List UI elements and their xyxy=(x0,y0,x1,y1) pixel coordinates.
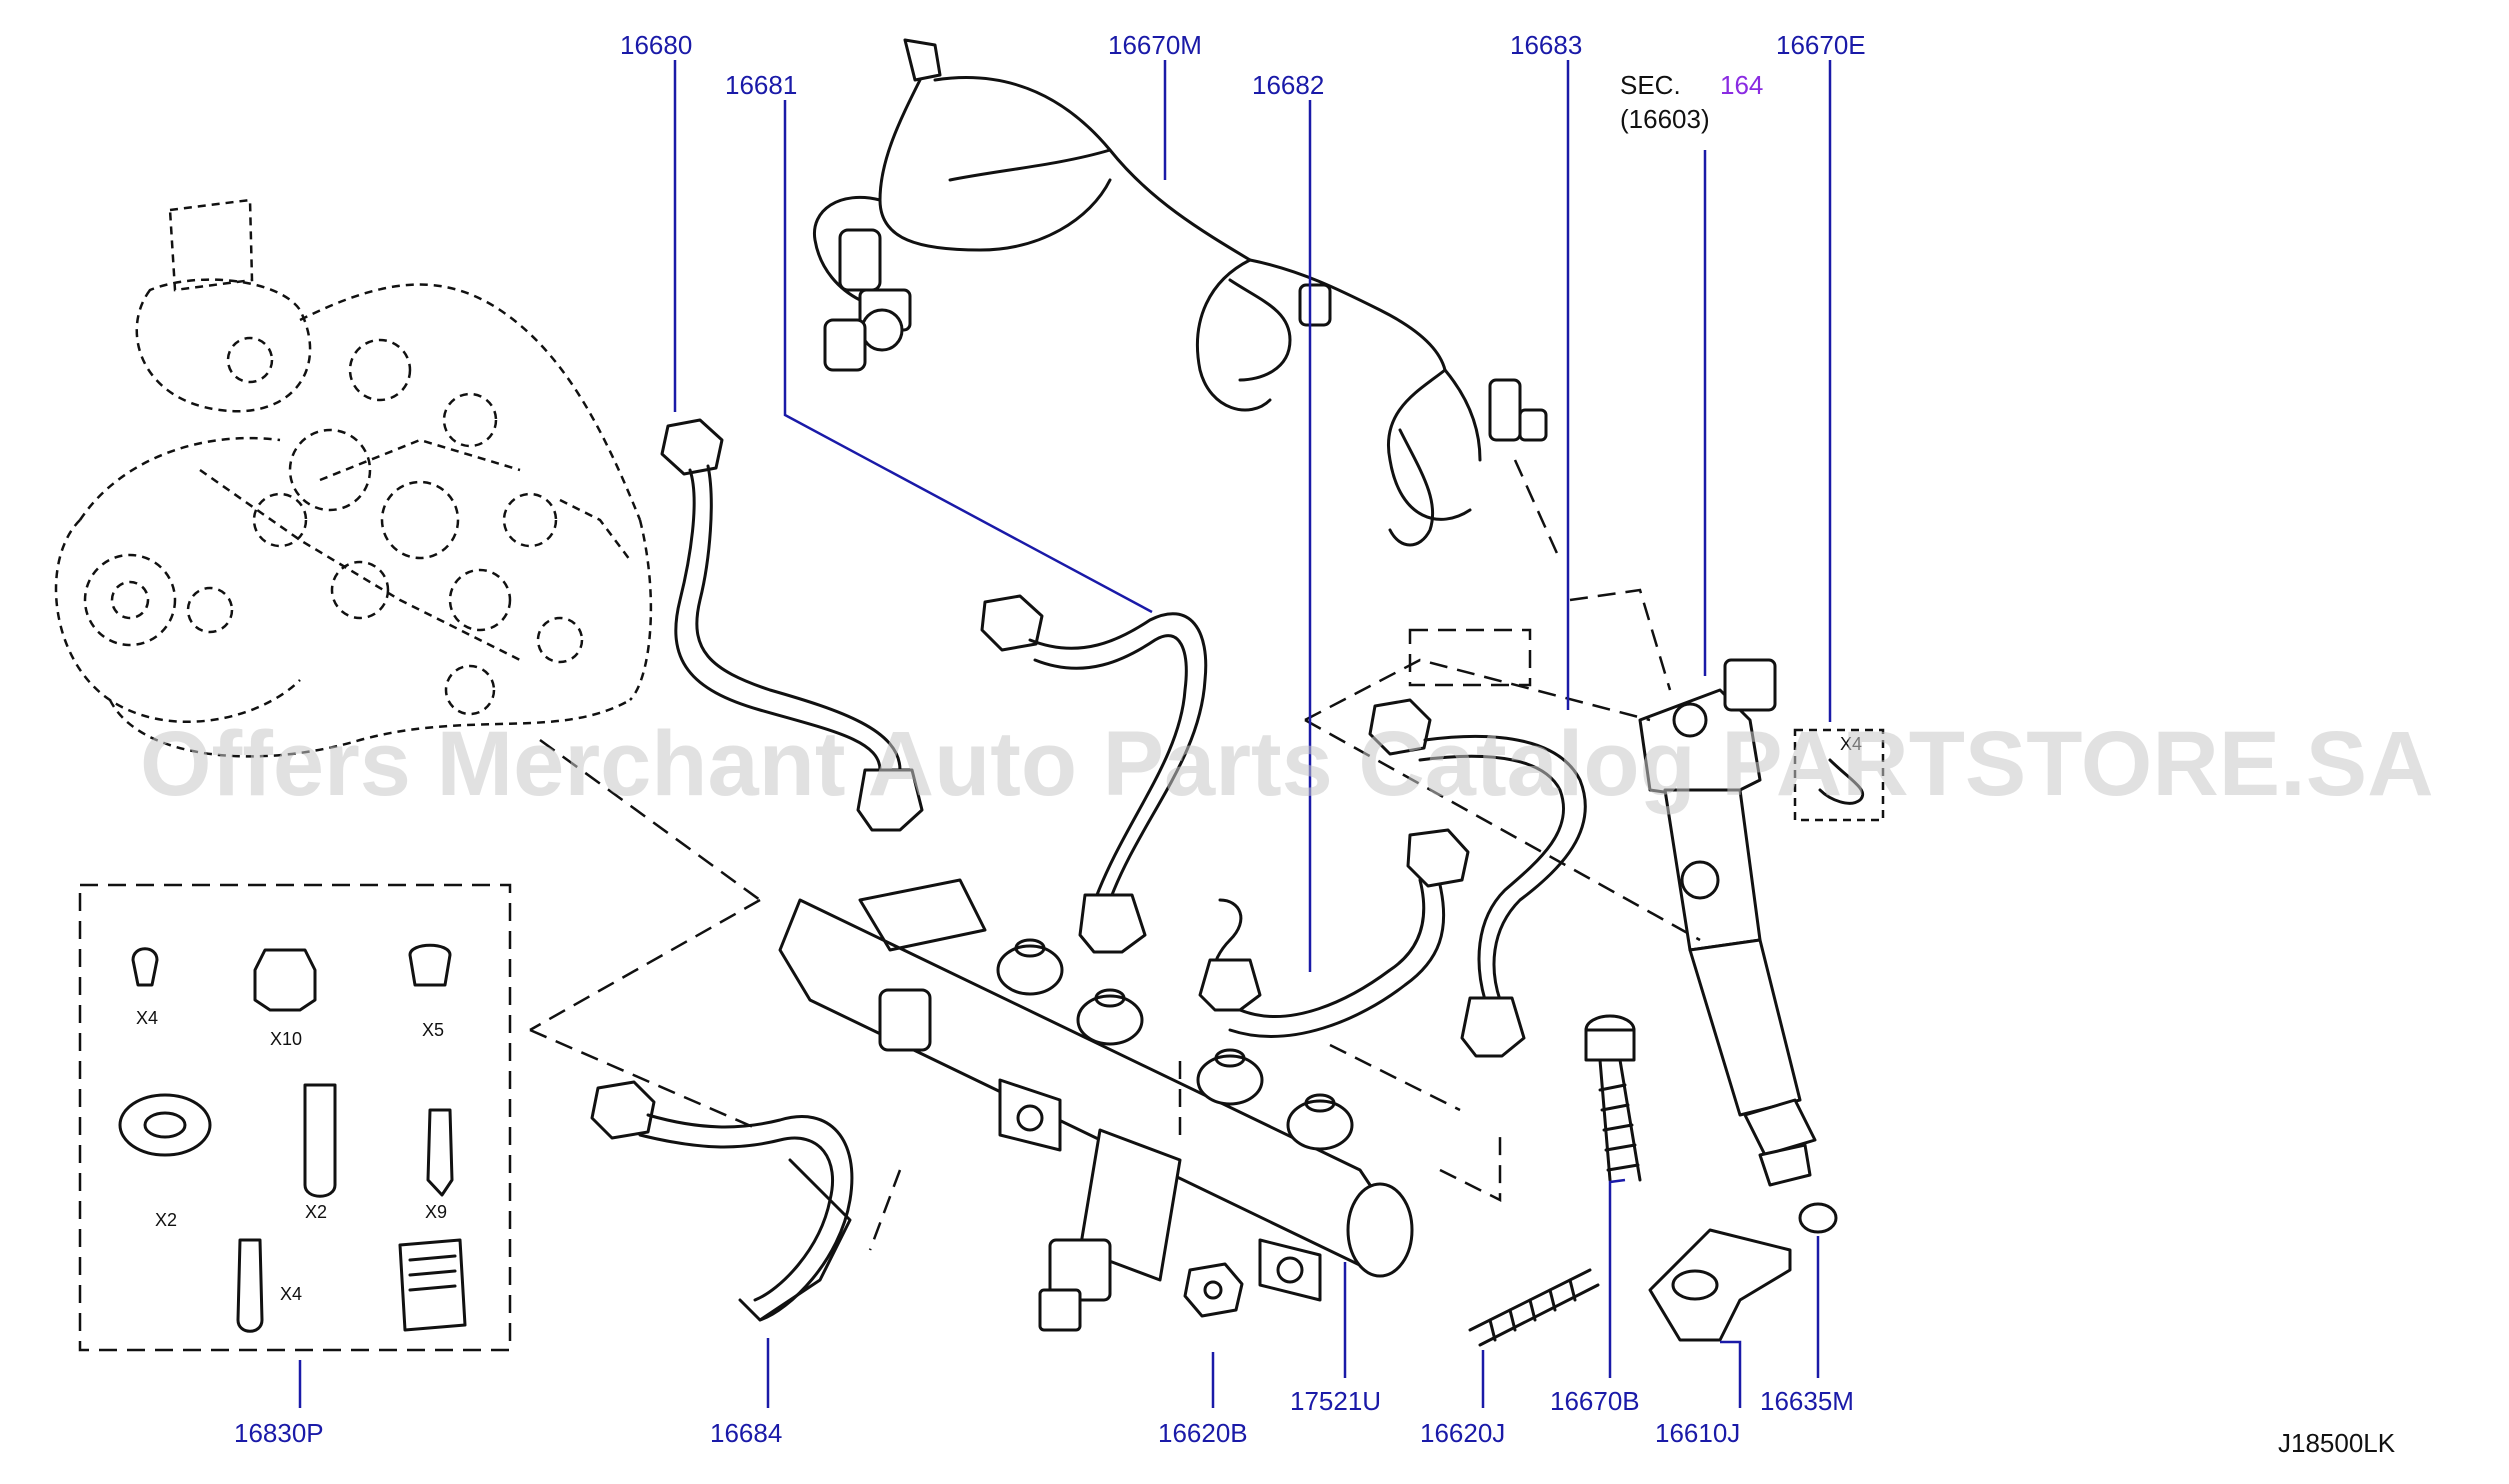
fuel-pipe-16682 xyxy=(1198,828,1470,1038)
label-16830P: 16830P xyxy=(234,1418,324,1448)
kit-pin xyxy=(426,1108,454,1197)
injector-16670E xyxy=(1638,658,1817,1187)
section-ref-prefix: SEC. xyxy=(1620,70,1681,100)
label-16670B: 16670B xyxy=(1550,1386,1640,1416)
fuel-pipe-16681 xyxy=(980,594,1208,954)
label-16683: 16683 xyxy=(1510,30,1582,60)
label-16620B: 16620B xyxy=(1158,1418,1248,1448)
fuel-pipe-16684 xyxy=(590,1080,854,1322)
clip-qty: X4 xyxy=(1840,734,1862,754)
injector-harness xyxy=(812,38,1548,547)
bolt-16670B xyxy=(1584,1014,1642,1182)
fuel-pump-assembly xyxy=(54,198,653,758)
kit-instruction-booklet xyxy=(398,1238,467,1332)
clamp-16610J xyxy=(1648,1228,1792,1342)
watermark: Offers Merchant Auto Parts Catalog PARTS… xyxy=(140,713,2434,815)
kit-qty-3: X5 xyxy=(422,1020,444,1040)
stud-16620J xyxy=(1468,1268,1600,1347)
section-ref-sub: (16603) xyxy=(1620,104,1710,134)
label-16681: 16681 xyxy=(725,70,797,100)
kit-qty-7: X4 xyxy=(280,1284,302,1304)
fuel-pipe-16680 xyxy=(660,418,924,832)
label-16680: 16680 xyxy=(620,30,692,60)
label-16670E: 16670E xyxy=(1776,30,1866,60)
label-16620J: 16620J xyxy=(1420,1418,1505,1448)
nut-16620B xyxy=(1183,1262,1244,1318)
label-16682: 16682 xyxy=(1252,70,1324,100)
kit-cap-large xyxy=(253,948,317,1012)
seal-16635M xyxy=(1798,1202,1838,1234)
kit-qty-5: X2 xyxy=(305,1202,327,1222)
kit-qty-4: X2 xyxy=(155,1210,177,1230)
fuel-pipe-16683 xyxy=(1368,698,1587,1058)
part-labels: 16680 16681 16670M 16682 16683 16670E 16… xyxy=(234,30,2396,1458)
kit-plug-small xyxy=(131,947,159,987)
common-rail xyxy=(778,878,1414,1332)
kit-qty-1: X4 xyxy=(136,1008,158,1028)
kit-seal-ring xyxy=(118,1093,212,1157)
kit-sleeve xyxy=(303,1083,337,1198)
diagram-id: J18500LK xyxy=(2278,1428,2396,1458)
assembly-lines xyxy=(529,459,1701,1251)
section-ref-number[interactable]: 164 xyxy=(1720,70,1763,100)
service-kit: X4 X10 X5 X2 X2 X9 X4 xyxy=(78,883,512,1352)
label-16610J: 16610J xyxy=(1655,1418,1740,1448)
label-16684: 16684 xyxy=(710,1418,782,1448)
leader-lines xyxy=(298,60,1832,1408)
kit-grommet xyxy=(408,943,452,987)
label-16670M: 16670M xyxy=(1108,30,1202,60)
kit-qty-2: X10 xyxy=(270,1029,302,1049)
kit-cap-tall xyxy=(236,1238,264,1333)
label-16635M: 16635M xyxy=(1760,1386,1854,1416)
label-17521U: 17521U xyxy=(1290,1386,1381,1416)
kit-qty-6: X9 xyxy=(425,1202,447,1222)
clip-16670E xyxy=(1793,728,1885,822)
